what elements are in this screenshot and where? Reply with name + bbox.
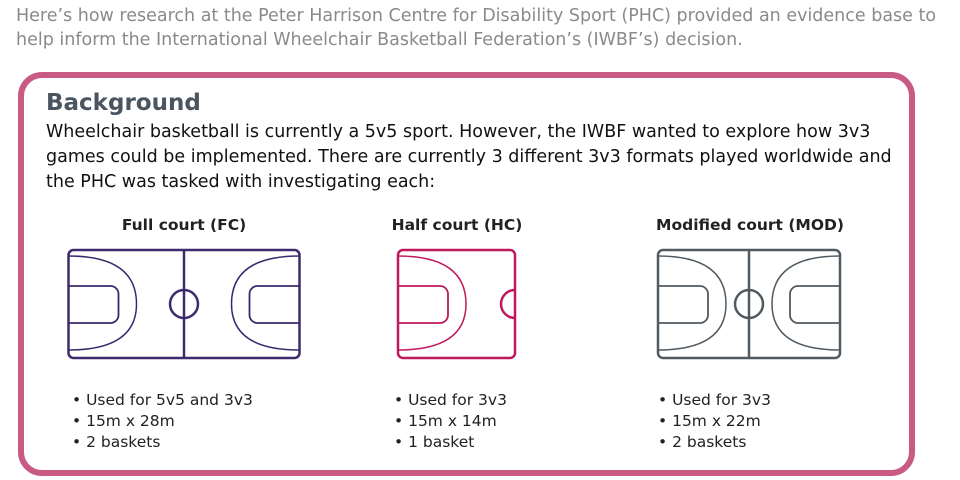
half-court-title: Half court (HC) xyxy=(391,216,523,234)
background-panel: Background Wheelchair basketball is curr… xyxy=(18,72,915,476)
bullet: 15m x 22m xyxy=(658,411,771,432)
modified-court-bullets: Used for 3v3 15m x 22m 2 baskets xyxy=(658,390,771,453)
full-court-section: Full court (FC) Used for 5v5 and 3v3 15m… xyxy=(66,216,302,451)
bullet: 2 baskets xyxy=(658,432,771,453)
full-court-title: Full court (FC) xyxy=(121,216,247,234)
bullet: Used for 3v3 xyxy=(658,390,771,411)
bullet: Used for 3v3 xyxy=(394,390,507,411)
background-text: Wheelchair basketball is currently a 5v5… xyxy=(46,122,892,192)
bullet: 15m x 14m xyxy=(394,411,507,432)
half-court-section: Half court (HC) Used for 3v3 15m x 14m 1… xyxy=(386,216,528,451)
bullet: Used for 5v5 and 3v3 xyxy=(72,390,253,411)
background-heading: Background xyxy=(46,90,201,116)
intro-text: Here’s how research at the Peter Harriso… xyxy=(16,6,937,50)
half-court-bullets: Used for 3v3 15m x 14m 1 basket xyxy=(394,390,507,453)
bullet: 15m x 28m xyxy=(72,411,253,432)
full-court-bullets: Used for 5v5 and 3v3 15m x 28m 2 baskets xyxy=(72,390,253,453)
bullet: 2 baskets xyxy=(72,432,253,453)
modified-court-diagram xyxy=(656,248,842,360)
modified-court-section: Modified court (MOD) Used for 3v3 15m x … xyxy=(650,216,850,451)
modified-court-title: Modified court (MOD) xyxy=(656,216,844,234)
full-court-diagram xyxy=(67,248,301,360)
half-court-diagram xyxy=(396,248,517,360)
bullet: 1 basket xyxy=(394,432,507,453)
